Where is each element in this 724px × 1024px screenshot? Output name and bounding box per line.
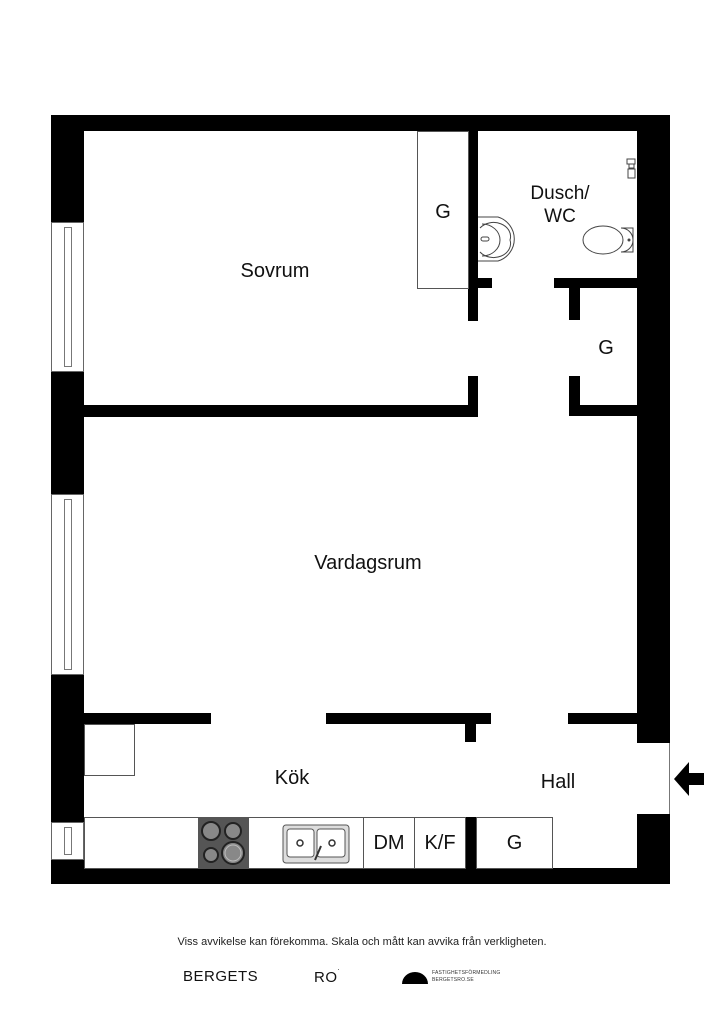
closet-kitchen (476, 817, 553, 869)
wall-bath-bottom-right (554, 278, 637, 288)
outer-wall-left-2 (51, 372, 84, 494)
agency-line-2: BERGETSRO.SE (432, 977, 474, 983)
floor-plan: G DM K/F G (51, 115, 704, 884)
shower-head-icon (626, 158, 636, 179)
wall-bedroom-living (84, 405, 478, 417)
disclaimer-text: Viss avvikelse kan förekomma. Skala och … (177, 936, 547, 948)
wall-bath-bottom-left (478, 278, 492, 288)
entrance-arrow-icon (674, 762, 704, 796)
outer-wall-right-2 (637, 814, 670, 884)
room-label-kok: Kök (274, 767, 310, 789)
fridge-freezer-label: K/F (424, 832, 456, 854)
outer-wall-right-1 (637, 115, 670, 743)
closet-hall-label: G (598, 337, 614, 359)
wall-living-kitchen-stub (465, 713, 476, 742)
window-kitchen (51, 822, 84, 860)
agency-line-1: FASTIGHETSFÖRMEDLING (432, 970, 501, 976)
brand-right: RO˙ (314, 968, 341, 986)
room-label-dusch: Dusch/ (530, 183, 590, 204)
room-label-wc: WC (544, 206, 576, 227)
sink-icon (282, 824, 350, 864)
closet-kitchen-label: G (506, 832, 523, 854)
room-label-sovrum: Sovrum (240, 260, 310, 282)
window-bedroom (51, 222, 84, 372)
wall-bedroom-bath (468, 131, 478, 321)
closet-bedroom (417, 131, 469, 289)
wall-closet-left-bottom (569, 376, 580, 416)
brand-left: BERGETS (183, 968, 259, 985)
outer-wall-bottom (51, 868, 670, 884)
closet-bedroom-label: G (435, 201, 451, 223)
room-label-vardagsrum: Vardagsrum (314, 552, 422, 574)
outer-wall-left-3 (51, 675, 84, 822)
window-living-room (51, 494, 84, 675)
toilet-icon (582, 225, 634, 255)
washbasin-icon (478, 216, 515, 262)
wall-closet-left-top (569, 288, 580, 320)
dishwasher-label: DM (373, 832, 405, 854)
outer-wall-left-1 (51, 115, 84, 222)
brand-right-mark: ˙ (337, 968, 341, 978)
outer-wall-top (51, 115, 670, 131)
wall-living-hall (568, 713, 637, 724)
wall-living-kitchen-1 (84, 713, 211, 724)
brand-right-text: RO (314, 969, 338, 986)
fridge-freezer (414, 817, 466, 869)
stove-icon (198, 817, 249, 868)
wall-closet-bottom (569, 405, 637, 416)
wall-kitchen-closet-divider (465, 817, 476, 868)
wall-bedroom-corner (468, 376, 478, 417)
room-label-hall: Hall (540, 771, 576, 793)
entrance-door-line (669, 743, 670, 814)
wall-living-kitchen-2 (326, 713, 491, 724)
agency-logo-icon (402, 972, 428, 984)
kitchen-corner-cabinet (84, 724, 135, 776)
